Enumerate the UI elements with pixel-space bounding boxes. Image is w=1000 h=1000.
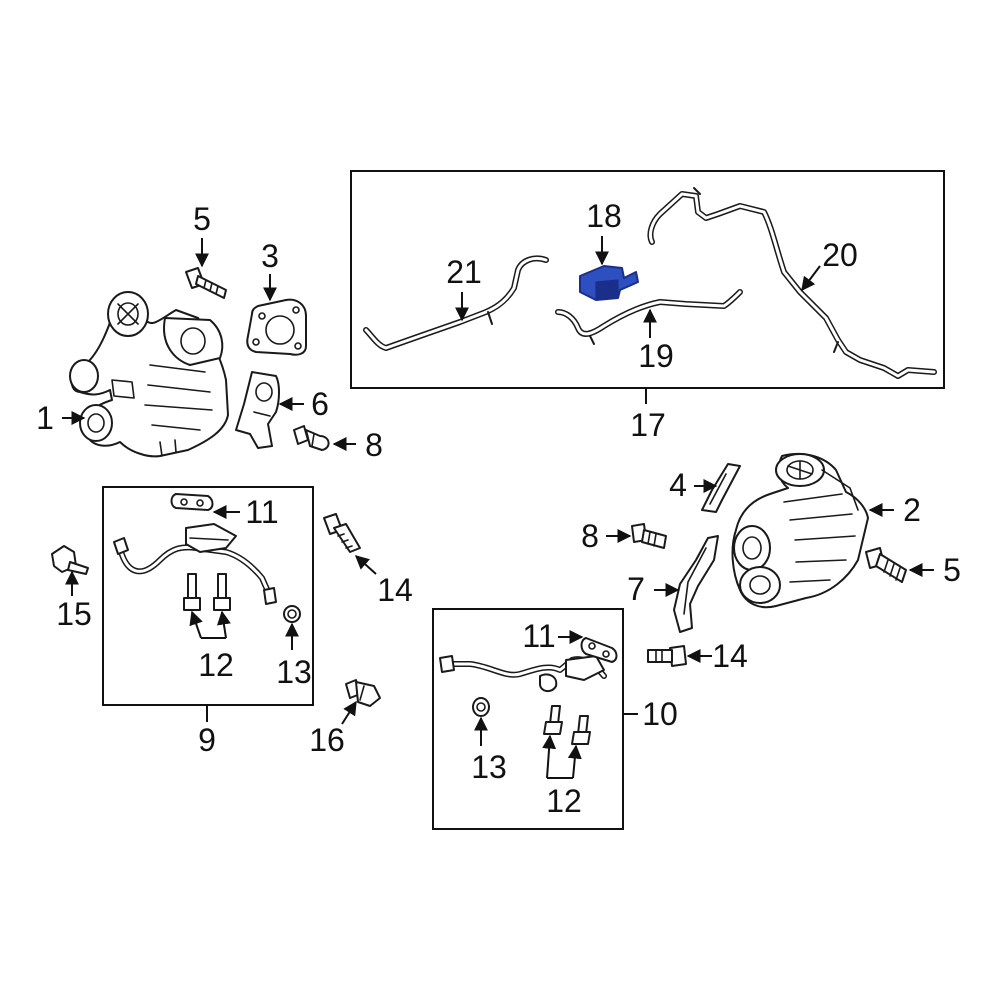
bolt-part-14-right[interactable]	[647, 645, 687, 667]
callout-12-left: 12	[198, 647, 234, 683]
callout-10: 10	[642, 696, 678, 732]
fitting-part-15[interactable]	[51, 545, 89, 575]
bolt-part-8-left[interactable]	[293, 425, 330, 451]
callout-11-right: 11	[522, 618, 555, 654]
vacuum-line-part-21[interactable]	[363, 255, 549, 351]
callout-18: 18	[586, 198, 622, 234]
heat-shield-part-4[interactable]	[701, 463, 741, 513]
callout-20: 20	[822, 237, 858, 273]
callout-2: 2	[903, 492, 921, 528]
turbocharger-right-part-2[interactable]	[731, 452, 869, 609]
bolt-part-14-left[interactable]	[323, 513, 361, 553]
heat-shield-part-7[interactable]	[673, 535, 719, 633]
callout-5-right: 5	[943, 552, 961, 588]
oil-supply-line-group-9[interactable]	[113, 523, 277, 605]
callout-15: 15	[56, 596, 92, 632]
gasket-part-3[interactable]	[246, 298, 307, 356]
callout-13-left: 13	[276, 654, 312, 690]
gasket-part-11-left[interactable]	[170, 493, 214, 511]
oil-return-line-group-10[interactable]	[439, 655, 607, 692]
callout-12-right: 12	[546, 783, 582, 819]
group-box-10	[432, 608, 624, 830]
callout-19: 19	[638, 338, 674, 374]
callout-6: 6	[311, 386, 329, 422]
callout-11-left: 11	[245, 494, 278, 530]
callout-14-right: 14	[712, 638, 748, 674]
washer-part-13-left[interactable]	[283, 605, 301, 623]
bolt-part-5-left[interactable]	[185, 267, 227, 299]
bolt-part-5-right[interactable]	[865, 547, 907, 583]
callout-9: 9	[198, 722, 216, 758]
callout-14-left: 14	[377, 572, 413, 608]
callout-3: 3	[261, 238, 279, 274]
bracket-part-6[interactable]	[235, 371, 280, 449]
callout-16: 16	[309, 722, 345, 758]
callout-21: 21	[446, 254, 482, 290]
vacuum-solenoid-part-18[interactable]	[579, 265, 639, 301]
bolt-part-8-right[interactable]	[631, 523, 667, 549]
callout-4: 4	[669, 467, 687, 503]
callout-13-right: 13	[471, 749, 507, 785]
callout-labels: 1 2 3 4 5 5 6 7 8 8 9 10 11 11 12 12 13 …	[36, 198, 961, 819]
banjo-bolt-part-12-left[interactable]	[183, 573, 231, 611]
group-box-17	[350, 170, 945, 389]
banjo-bolt-part-12-right[interactable]	[543, 705, 591, 745]
callout-8-left: 8	[365, 427, 383, 463]
vacuum-hose-part-19[interactable]	[555, 289, 743, 345]
washer-part-13-right[interactable]	[472, 697, 490, 717]
callout-17: 17	[630, 407, 666, 443]
vacuum-line-part-20[interactable]	[647, 187, 937, 379]
callout-7: 7	[627, 571, 645, 607]
callout-1: 1	[36, 400, 54, 436]
sensor-part-16[interactable]	[345, 679, 381, 707]
callout-5-left: 5	[193, 201, 211, 237]
leader-lines	[62, 236, 934, 779]
turbocharger-left-part-1[interactable]	[69, 291, 229, 458]
callout-8-right: 8	[581, 518, 599, 554]
